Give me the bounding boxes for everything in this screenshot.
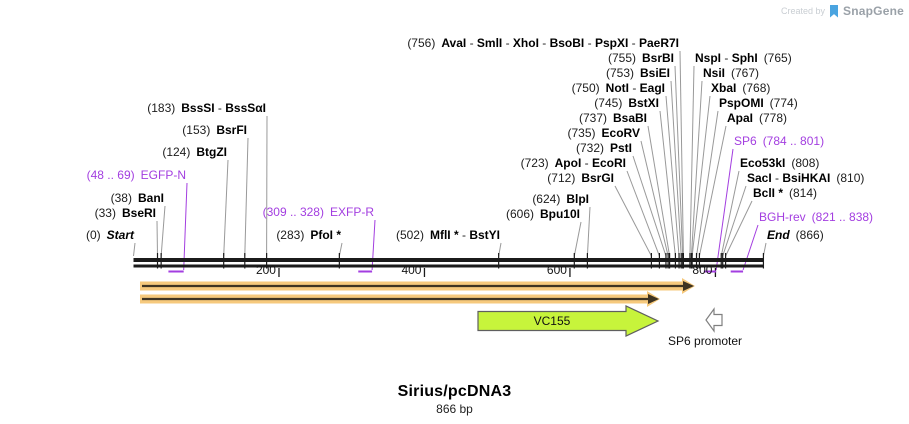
- label-bsrgi[interactable]: (712)BsrGI: [547, 171, 614, 185]
- label-psti[interactable]: (732)PstI: [575, 141, 632, 155]
- connector-sp6-primer: [715, 148, 734, 271]
- connector-eco53ki: [720, 170, 740, 257]
- label-apai[interactable]: ApaI(778): [727, 111, 788, 125]
- label-bpu10i[interactable]: (606)Bpu10I: [505, 207, 580, 221]
- branding: Created by SnapGene: [781, 4, 904, 18]
- vc155-arrow[interactable]: [477, 305, 660, 337]
- connector-bsiei: [670, 80, 682, 257]
- connector-nsii: [690, 80, 703, 257]
- connector-pspomi: [696, 110, 719, 257]
- label-bsabi[interactable]: (737)BsaBI: [578, 111, 647, 125]
- label-eco53ki[interactable]: Eco53kI(808): [740, 156, 820, 170]
- label-nspi-sphi[interactable]: NspI - SphI(765): [695, 51, 792, 65]
- feature-arrows[interactable]: [140, 278, 723, 337]
- connector-bsrbi: [674, 65, 684, 257]
- connector-apai: [698, 125, 727, 257]
- connector-lines: [133, 50, 767, 271]
- dna-backbone: [133, 258, 764, 268]
- dna-strand-bottom: [133, 264, 764, 268]
- label-exfp-r[interactable]: (309 .. 328)EXFP-R: [262, 205, 374, 219]
- label-bsrfi[interactable]: (153)BsrFI: [182, 123, 247, 137]
- label-ecorv[interactable]: (735)EcoRV: [567, 126, 640, 140]
- snapgene-brand-text: SnapGene: [843, 4, 904, 18]
- connector-avai-smli-xhoi-bsobi-pspxi-paer7i: [679, 50, 684, 257]
- connector-blpi: [586, 206, 591, 257]
- label-end[interactable]: End(866): [767, 228, 824, 242]
- connector-xbai: [691, 95, 711, 257]
- ruler-number: 600: [546, 263, 567, 277]
- label-bgh-rev[interactable]: BGH-rev(821 .. 838): [759, 210, 874, 224]
- connector-saci-bsihkai: [722, 185, 747, 257]
- connector-apoi-ecori: [626, 170, 660, 257]
- label-bstxi[interactable]: (745)BstXI: [594, 96, 659, 110]
- label-pfoi[interactable]: (283)PfoI *: [276, 228, 341, 242]
- vc155-feature-label[interactable]: VC155: [533, 314, 571, 328]
- label-blpi[interactable]: (624)BlpI: [532, 192, 589, 206]
- site-ticks: [156, 253, 765, 269]
- ruler-ticks: [278, 268, 717, 277]
- sp6-promoter-arrow[interactable]: [705, 307, 723, 333]
- connector-noti-eagi: [665, 95, 680, 257]
- connector-egfp-n: [183, 182, 188, 271]
- label-pspomi[interactable]: PspOMI(774): [719, 96, 798, 110]
- snapgene-flag-icon: [830, 4, 839, 17]
- orf-arrow-head-2[interactable]: [648, 294, 659, 304]
- label-sp6-primer[interactable]: SP6(784 .. 801): [734, 134, 825, 148]
- map-length: 866 bp: [436, 402, 473, 416]
- sp6-promoter-label[interactable]: SP6 promoter: [668, 334, 743, 348]
- label-bsiei[interactable]: (753)BsiEI: [605, 66, 670, 80]
- label-noti-eagi[interactable]: (750)NotI - EagI: [571, 81, 665, 95]
- label-nsii[interactable]: NsiI(767): [703, 66, 760, 80]
- connector-ecorv: [640, 140, 669, 257]
- ruler-number: 200: [255, 263, 276, 277]
- label-btgzi[interactable]: (124)BtgZI: [162, 145, 227, 159]
- label-avai-smli-xhoi-bsobi-pspxi-paer7i[interactable]: (756)AvaI - SmlI - XhoI - BsoBI - PspXI …: [407, 36, 679, 50]
- connector-nspi-sphi: [689, 65, 695, 257]
- connector-psti: [632, 155, 667, 257]
- dna-strand-top: [133, 258, 764, 262]
- label-start[interactable]: (0)Start: [85, 228, 134, 242]
- label-xbai[interactable]: XbaI(768): [711, 81, 771, 95]
- label-bsssi-bsssai[interactable]: (183)BssSI - BssSαI: [147, 101, 266, 115]
- orf-arrow-head-1[interactable]: [683, 281, 694, 291]
- ruler-number: 800: [692, 263, 713, 277]
- connector-start: [133, 242, 136, 257]
- connector-bsrgi: [614, 185, 652, 257]
- label-egfp-n[interactable]: (48 .. 69)EGFP-N: [86, 168, 186, 182]
- label-bcli[interactable]: BclI *(814): [753, 186, 818, 200]
- label-bseri[interactable]: (33)BseRI: [94, 206, 156, 220]
- connector-bstxi: [659, 110, 676, 257]
- label-saci-bsihkai[interactable]: SacI - BsiHKAI(810): [747, 171, 865, 185]
- label-mfli-bstyi[interactable]: (502)MflI * - BstYI: [395, 228, 500, 242]
- label-bani[interactable]: (38)BanI: [110, 191, 164, 205]
- connector-bsrfi: [244, 137, 249, 257]
- map-title: Sirius/pcDNA3: [397, 383, 512, 400]
- created-by-text: Created by: [781, 6, 826, 16]
- connector-bgh-rev: [742, 224, 759, 271]
- connector-bpu10i: [573, 221, 582, 257]
- label-apoi-ecori[interactable]: (723)ApoI - EcoRI: [520, 156, 626, 170]
- connector-bani: [160, 205, 166, 257]
- connector-bcli: [725, 200, 753, 257]
- ruler-number: 400: [401, 263, 422, 277]
- connector-bseri: [156, 220, 159, 257]
- connector-exfp-r: [371, 219, 376, 271]
- connector-btgzi: [223, 159, 229, 257]
- label-bsrbi[interactable]: (755)BsrBI: [607, 51, 674, 65]
- connector-bsabi: [647, 125, 671, 257]
